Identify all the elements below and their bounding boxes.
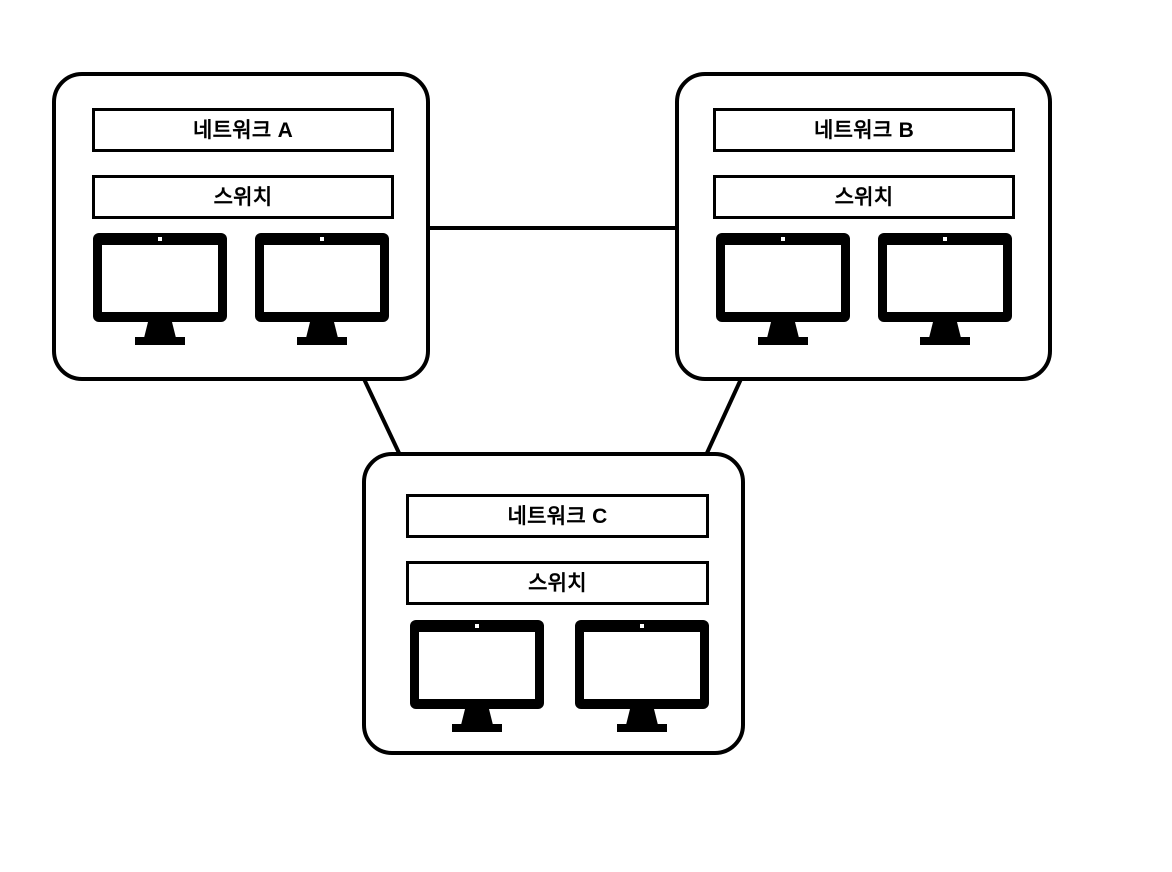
network-group-a[interactable]: 네트워크 A 스위치 [52,72,430,381]
network-group-b[interactable]: 네트워크 B 스위치 [675,72,1052,381]
network-a-title: 네트워크 A [192,118,294,142]
network-a-title-box: 네트워크 A [92,108,394,152]
network-a-host-1-monitor-icon[interactable] [92,232,228,347]
network-b-host-2-monitor-icon[interactable] [877,232,1013,347]
network-c-switch-box[interactable]: 스위치 [406,561,709,605]
network-a-host-2-monitor-icon[interactable] [254,232,390,347]
network-b-switch-label: 스위치 [834,185,894,209]
network-c-host-2-monitor-icon[interactable] [574,619,710,734]
network-c-host-1-monitor-icon[interactable] [409,619,545,734]
network-b-title: 네트워크 B [813,118,915,142]
network-group-c[interactable]: 네트워크 C 스위치 [362,452,745,755]
link-network-b-to-network-c [705,378,743,454]
network-a-switch-label: 스위치 [213,185,273,209]
link-network-a-to-network-c [362,378,401,454]
network-c-switch-label: 스위치 [528,571,587,595]
network-b-host-1-monitor-icon[interactable] [715,232,851,347]
network-a-switch-box[interactable]: 스위치 [92,175,394,219]
network-b-switch-box[interactable]: 스위치 [713,175,1015,219]
network-c-title: 네트워크 C [507,504,608,528]
network-b-title-box: 네트워크 B [713,108,1015,152]
network-c-title-box: 네트워크 C [406,494,709,538]
